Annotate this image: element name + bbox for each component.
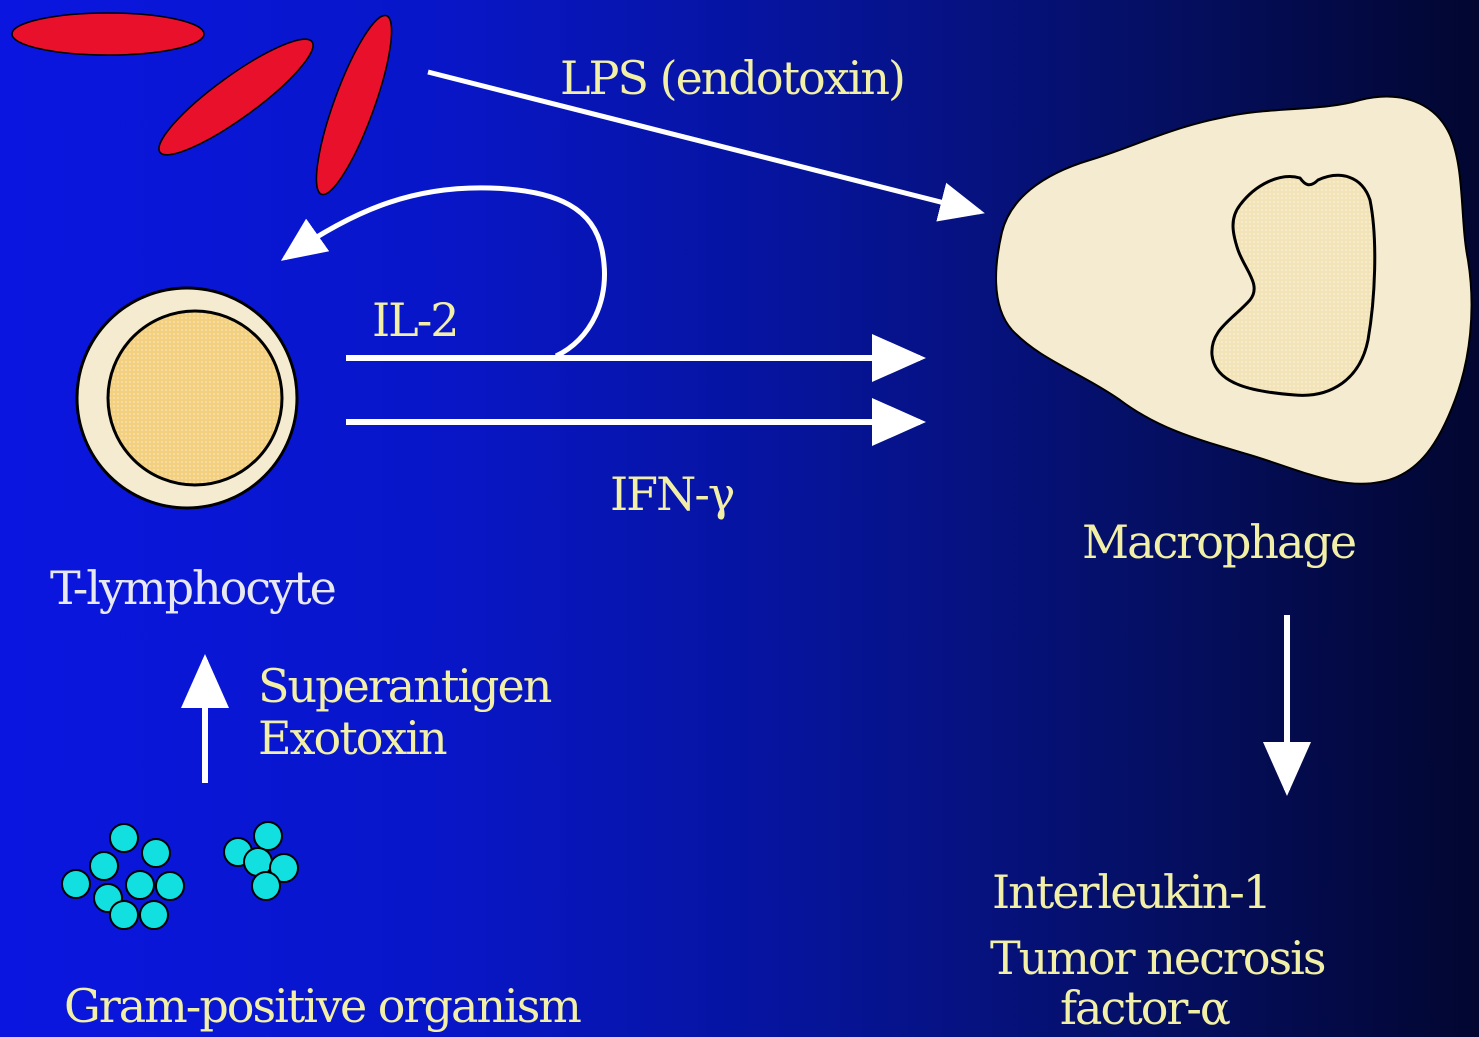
coccus [254, 822, 282, 850]
t-lymphocyte-label: T-lymphocyte [50, 561, 335, 615]
superantigen-label: Superantigen [258, 659, 552, 713]
macrophage-label: Macrophage [1082, 515, 1355, 569]
il2-label: IL-2 [372, 293, 458, 347]
gram-positive-label: Gram-positive organism [64, 979, 581, 1033]
coccus [140, 901, 168, 929]
macrophage-body [996, 97, 1472, 484]
bacillus-1 [12, 13, 204, 55]
coccus [110, 824, 138, 852]
t-lymphocyte-nucleus [108, 311, 282, 485]
lps-label: LPS (endotoxin) [560, 51, 904, 105]
gram-negative-bacilli [12, 9, 405, 201]
coccus [90, 852, 118, 880]
interleukin-label: Interleukin-1 [992, 865, 1270, 919]
exotoxin-label: Exotoxin [258, 711, 447, 765]
coccus [126, 871, 154, 899]
tnf-label-line1: Tumor necrosis [990, 931, 1325, 985]
macrophage-cell [996, 97, 1472, 484]
coccus [110, 901, 138, 929]
coccus [62, 870, 90, 898]
tnf-label-line2: factor-α [1060, 981, 1230, 1035]
coccus [142, 839, 170, 867]
gram-positive-cocci [62, 822, 298, 929]
coccus [156, 872, 184, 900]
coccus [252, 872, 280, 900]
t-lymphocyte-cell [77, 288, 297, 508]
ifn-label: IFN-γ [610, 467, 734, 521]
bacillus-3 [303, 9, 406, 201]
